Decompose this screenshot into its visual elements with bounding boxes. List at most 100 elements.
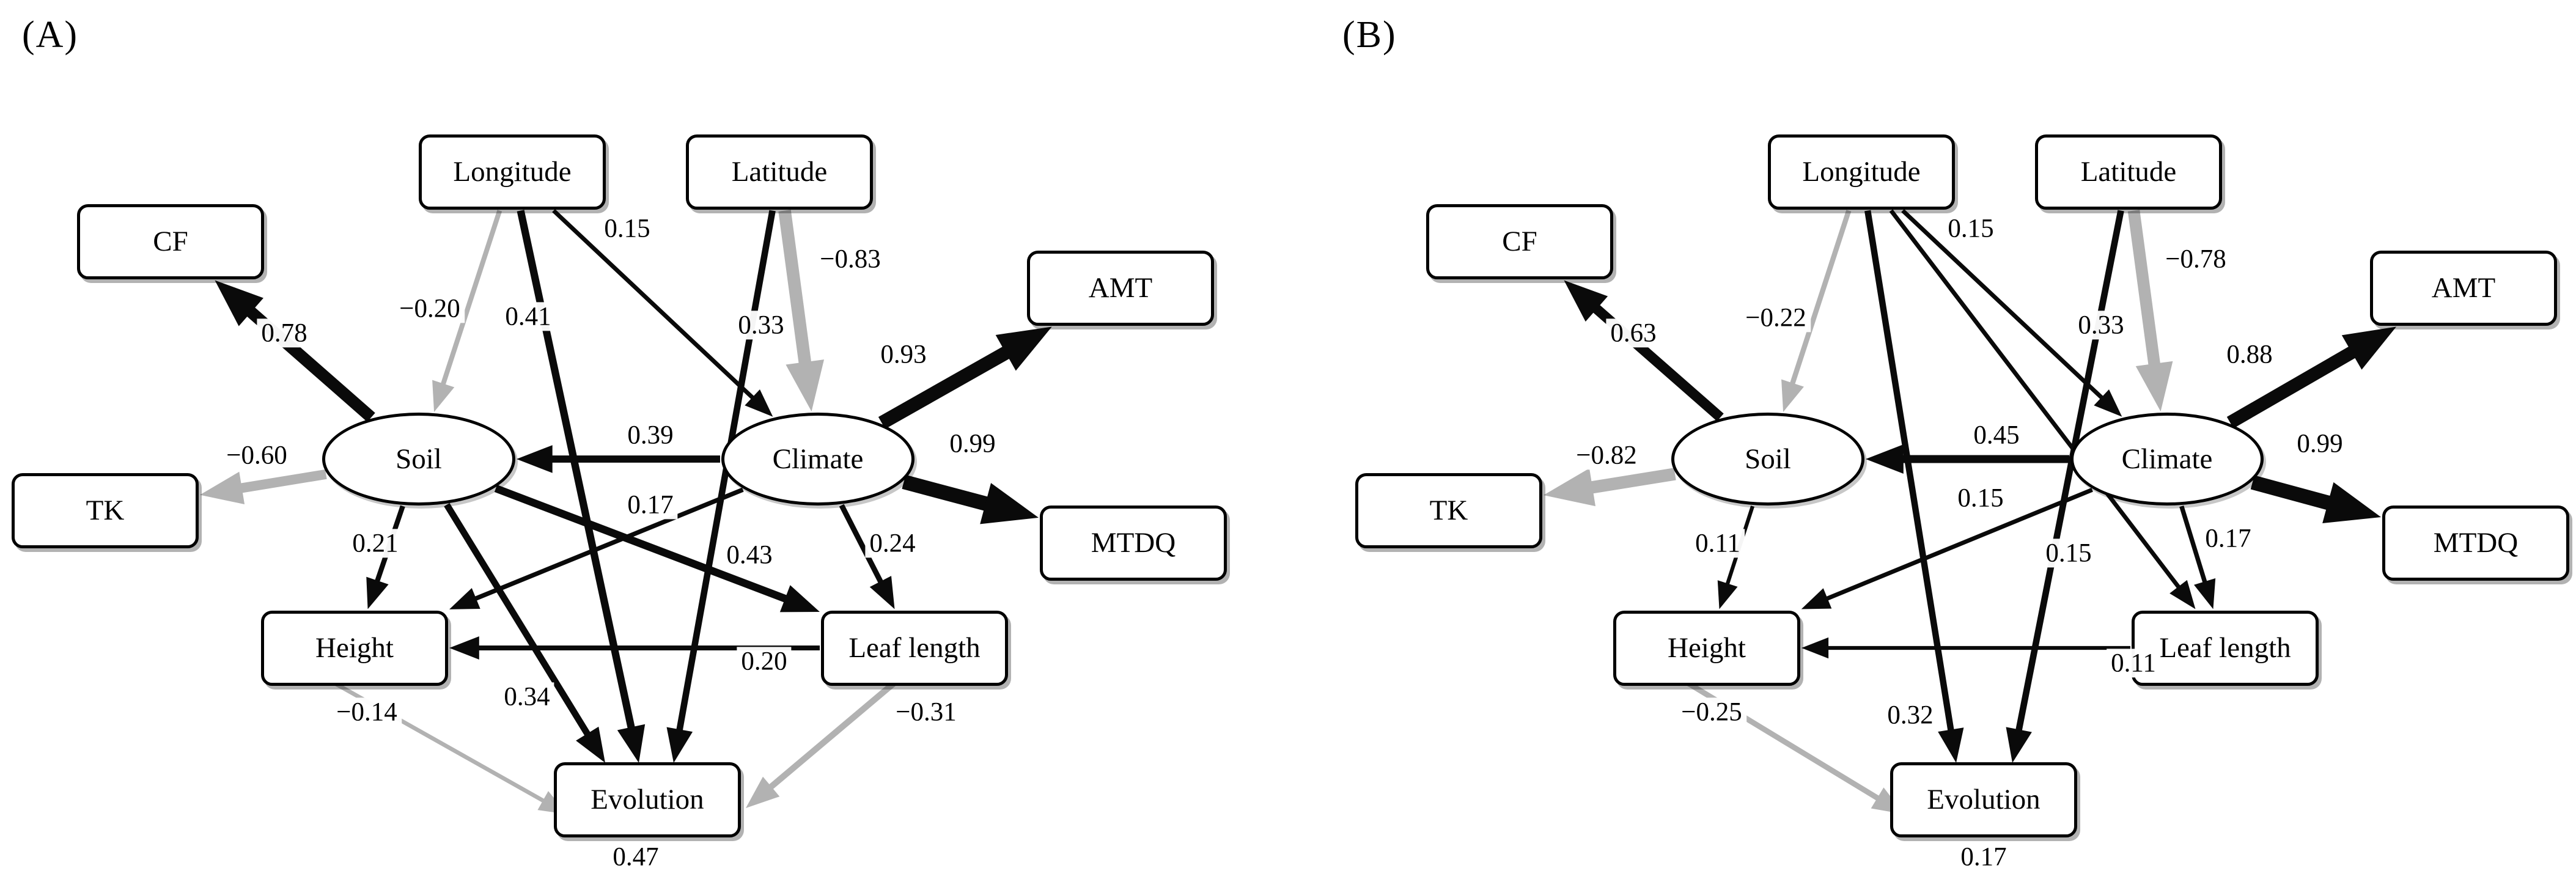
node-latitude-b: Latitude [2035, 134, 2222, 210]
node-tk-a: TK [12, 473, 199, 548]
node-label: AMT [1088, 272, 1153, 304]
node-longitude-b: Longitude [1768, 134, 1955, 210]
node-soil-b: Soil [1671, 413, 1864, 506]
path-soil-cf [215, 280, 375, 422]
path-climate-amt [2226, 326, 2397, 428]
node-label: Soil [396, 443, 442, 475]
coef-soil-cf: 0.78 [257, 318, 312, 348]
path-latitude-evolution [666, 210, 776, 763]
coef-longitude-evolution: 0.32 [1883, 701, 1938, 730]
coef-height-evolution: −0.14 [332, 697, 402, 727]
node-latitude-a: Latitude [686, 134, 873, 210]
node-label: Latitude [731, 156, 828, 188]
path-climate-height [1801, 487, 2093, 609]
path-longitude-evolution [517, 210, 646, 763]
path-longitude-soil [432, 210, 502, 412]
coef-latitude-climate: −0.78 [2161, 245, 2231, 274]
node-label: TK [86, 495, 125, 526]
coef-climate-height: 0.17 [623, 490, 678, 520]
node-mtdq-b: MTDQ [2382, 505, 2569, 581]
path-longitude-climate [552, 208, 773, 417]
coef-climate-mtdq: 0.99 [945, 429, 1000, 458]
coef-climate-leaflength: 0.24 [865, 529, 920, 558]
coef-longitude-evolution: 0.41 [501, 302, 556, 331]
coef-climate-amt: 0.88 [2222, 340, 2277, 369]
node-amt-b: AMT [2370, 250, 2557, 326]
coef-climate-mtdq: 0.99 [2292, 429, 2347, 458]
coef-longitude-soil: −0.20 [395, 294, 465, 323]
evolution-variance-a: 0.47 [613, 842, 659, 872]
path-climate-leaflength [2179, 506, 2216, 609]
node-label: MTDQ [1091, 527, 1176, 559]
coef-soil-tk: −0.82 [1572, 441, 1641, 470]
node-climate-a: Climate [721, 413, 914, 506]
coef-longitude-leaflength: 0.15 [2041, 539, 2096, 568]
node-label: TK [1429, 495, 1468, 526]
coef-longitude-climate: 0.15 [1943, 214, 1998, 243]
evolution-variance-b: 0.17 [1960, 842, 2007, 872]
node-label: AMT [2431, 272, 2496, 304]
coef-longitude-climate: 0.15 [600, 214, 655, 243]
node-label: CF [153, 226, 188, 257]
coef-soil-height: 0.21 [348, 529, 403, 558]
path-latitude-climate [778, 210, 825, 412]
path-longitude-climate [1901, 208, 2122, 417]
coef-climate-soil: 0.45 [1969, 421, 2024, 450]
path-longitude-soil [1781, 210, 1852, 412]
node-climate-b: Climate [2070, 413, 2264, 506]
coef-climate-amt: 0.93 [876, 340, 931, 369]
node-evolution-b: Evolution [1890, 762, 2077, 837]
path-soil-tk [1544, 468, 1676, 507]
coef-climate-leaflength: 0.17 [2201, 524, 2256, 553]
path-soil-tk [200, 469, 327, 505]
path-climate-height [449, 487, 744, 609]
node-leaflength-b: Leaf length [2132, 610, 2319, 686]
node-height-a: Height [261, 610, 448, 686]
path-climate-mtdq [2250, 475, 2381, 524]
coef-longitude-soil: −0.22 [1741, 303, 1811, 333]
coef-latitude-evolution: 0.33 [734, 311, 789, 340]
path-climate-soil [517, 445, 720, 473]
node-amt-a: AMT [1027, 250, 1214, 326]
coef-soil-height: 0.11 [1691, 529, 1745, 558]
path-leaflength-evolution [746, 681, 896, 808]
path-soil-cf [1564, 280, 1724, 422]
path-leaflength-height [1801, 637, 2130, 659]
node-label: Height [1668, 632, 1746, 664]
node-soil-a: Soil [322, 413, 515, 506]
path-climate-mtdq [902, 474, 1039, 524]
coef-latitude-evolution: 0.33 [2074, 311, 2129, 340]
node-label: MTDQ [2433, 527, 2519, 559]
coef-soil-evolution: 0.34 [499, 682, 554, 712]
coef-climate-height: 0.15 [1953, 484, 2008, 513]
node-mtdq-a: MTDQ [1040, 505, 1227, 581]
node-tk-b: TK [1355, 473, 1542, 548]
node-label: Leaf length [848, 632, 981, 664]
node-label: Height [315, 632, 394, 664]
node-label: Soil [1745, 443, 1791, 475]
node-label: Climate [2121, 443, 2213, 475]
node-height-b: Height [1613, 610, 1800, 686]
coef-leaflength-evolution: −0.31 [891, 697, 961, 727]
node-label: Longitude [453, 156, 572, 188]
panel-b-letter: (B) [1342, 14, 1397, 56]
node-label: Leaf length [2159, 632, 2291, 664]
path-latitude-evolution [2006, 210, 2124, 763]
node-label: Evolution [1927, 784, 2041, 815]
node-leaflength-a: Leaf length [821, 610, 1008, 686]
path-latitude-climate [2127, 210, 2173, 412]
path-longitude-leaflength [1889, 209, 2196, 609]
panel-a-letter: (A) [22, 14, 79, 56]
coef-height-evolution: −0.25 [1677, 697, 1746, 727]
node-cf-b: CF [1426, 204, 1613, 279]
node-label: Climate [772, 443, 864, 475]
node-label: CF [1502, 226, 1537, 257]
path-longitude-evolution [1864, 210, 1964, 763]
node-longitude-a: Longitude [419, 134, 606, 210]
path-soil-evolution [444, 502, 605, 763]
coef-soil-cf: 0.63 [1606, 318, 1661, 348]
node-cf-a: CF [77, 204, 264, 279]
coef-soil-tk: −0.60 [222, 441, 292, 470]
